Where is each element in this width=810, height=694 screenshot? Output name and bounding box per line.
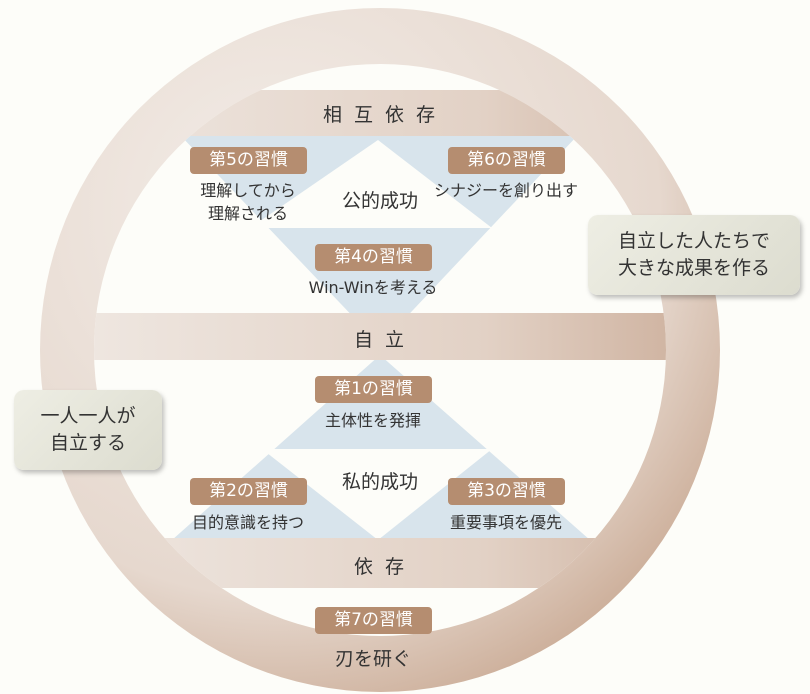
band-label-dependence: 依存 xyxy=(353,556,416,578)
habit-1-desc: 主体性を発揮 xyxy=(324,411,421,430)
habit-7-desc: 刃を研ぐ xyxy=(334,648,411,670)
habit-2-badge: 第2の習慣 xyxy=(190,478,307,505)
callout-right-line1: 自立した人たちで xyxy=(617,230,770,252)
habit-5-desc-line1: 理解してから xyxy=(200,181,296,200)
callout-left-line2: 自立する xyxy=(49,432,126,454)
band-label-interdependence: 相互依存 xyxy=(322,104,447,126)
habit-5-desc-line2: 理解される xyxy=(207,204,288,223)
callout-left-line1: 一人一人が xyxy=(40,405,136,427)
band-label-independence: 自立 xyxy=(353,329,416,351)
callout-independence: 一人一人が 自立する xyxy=(14,390,162,470)
band-independence xyxy=(94,313,666,360)
callout-interdependence: 自立した人たちで 大きな成果を作る xyxy=(588,215,800,295)
private-victory-label: 私的成功 xyxy=(341,471,418,493)
habit-6-badge: 第6の習慣 xyxy=(448,147,565,174)
public-triangle xyxy=(180,135,578,345)
habit-2-desc: 目的意識を持つ xyxy=(191,513,304,532)
habit-7-badge: 第7の習慣 xyxy=(315,607,432,634)
public-victory-label: 公的成功 xyxy=(341,190,418,212)
habit-3-desc: 重要事項を優先 xyxy=(449,513,562,532)
callout-right-line2: 大きな成果を作る xyxy=(617,257,770,279)
habit-3-badge: 第3の習慣 xyxy=(448,478,565,505)
habit-4-desc: Win-Winを考える xyxy=(308,278,438,297)
habit-4-badge: 第4の習慣 xyxy=(315,244,432,271)
habit-6-desc: シナジーを創り出す xyxy=(433,181,578,200)
private-inner-triangle xyxy=(262,449,492,540)
habit-1-badge: 第1の習慣 xyxy=(315,376,432,403)
public-inner-triangle xyxy=(250,140,492,228)
habit-5-badge: 第5の習慣 xyxy=(190,147,307,174)
